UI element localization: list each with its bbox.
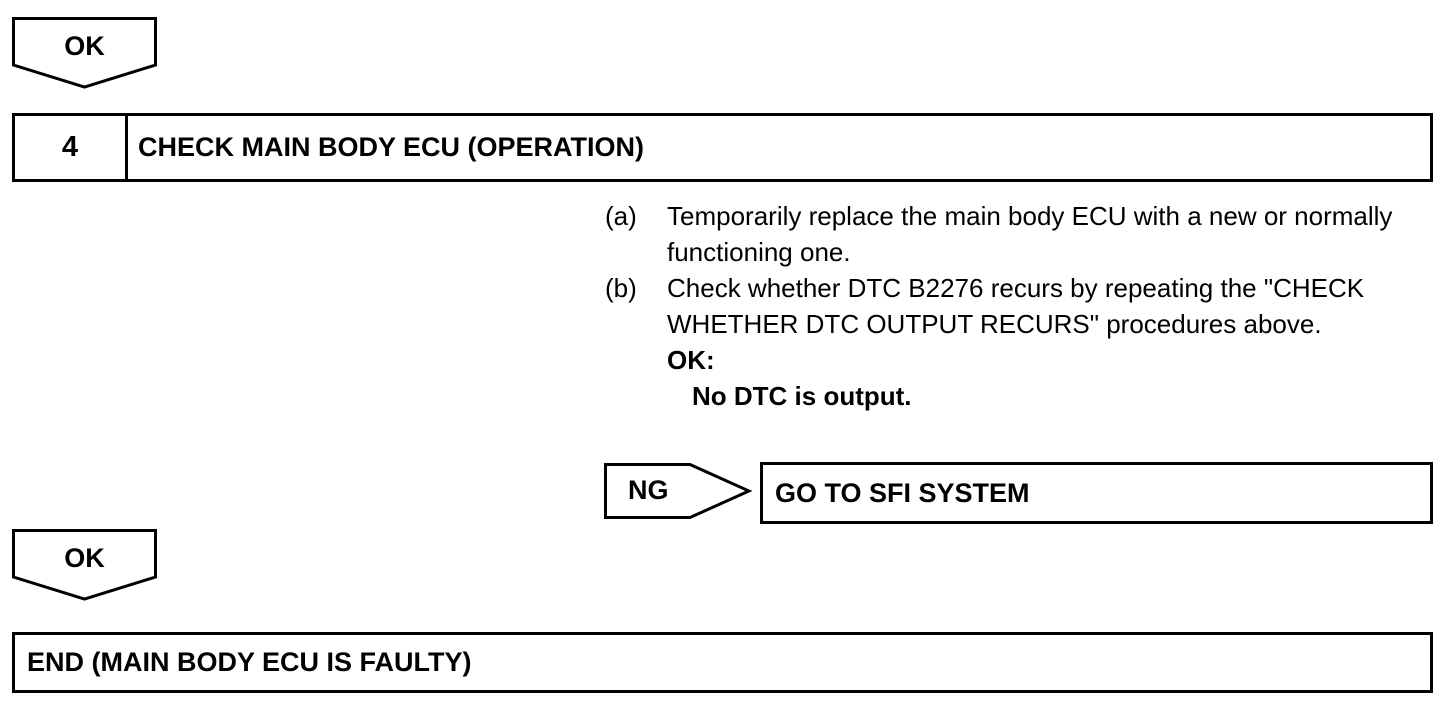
instructions: (a) Temporarily replace the main body EC… (605, 198, 1425, 414)
instruction-item: (b) Check whether DTC B2276 recurs by re… (605, 270, 1425, 342)
ng-arrow: NG (604, 463, 752, 519)
instruction-marker: (a) (605, 201, 637, 231)
step-title: CHECK MAIN BODY ECU (OPERATION) (138, 132, 645, 162)
instruction-item: (a) Temporarily replace the main body EC… (605, 198, 1425, 270)
step-number: 4 (15, 116, 128, 179)
down-arrow-icon (12, 529, 157, 601)
result-text: No DTC is output. (692, 381, 912, 411)
down-arrow-icon (12, 17, 157, 89)
ok-arrow-top: OK (12, 17, 157, 89)
ok-label-top: OK (64, 31, 105, 61)
ng-target-box: GO TO SFI SYSTEM (760, 462, 1433, 524)
step-box: 4 CHECK MAIN BODY ECU (OPERATION) (12, 113, 1433, 182)
expected-result: OK: No DTC is output. (667, 342, 1425, 414)
instruction-marker: (b) (605, 273, 637, 303)
right-arrow-icon (604, 463, 752, 519)
instruction-text: Temporarily replace the main body ECU wi… (667, 201, 1393, 267)
end-box: END (MAIN BODY ECU IS FAULTY) (12, 632, 1433, 693)
ng-label: NG (628, 475, 669, 505)
result-label: OK: (667, 345, 715, 375)
ok-label-bottom: OK (64, 543, 105, 573)
instruction-text: Check whether DTC B2276 recurs by repeat… (667, 273, 1365, 339)
ok-arrow-bottom: OK (12, 529, 157, 601)
